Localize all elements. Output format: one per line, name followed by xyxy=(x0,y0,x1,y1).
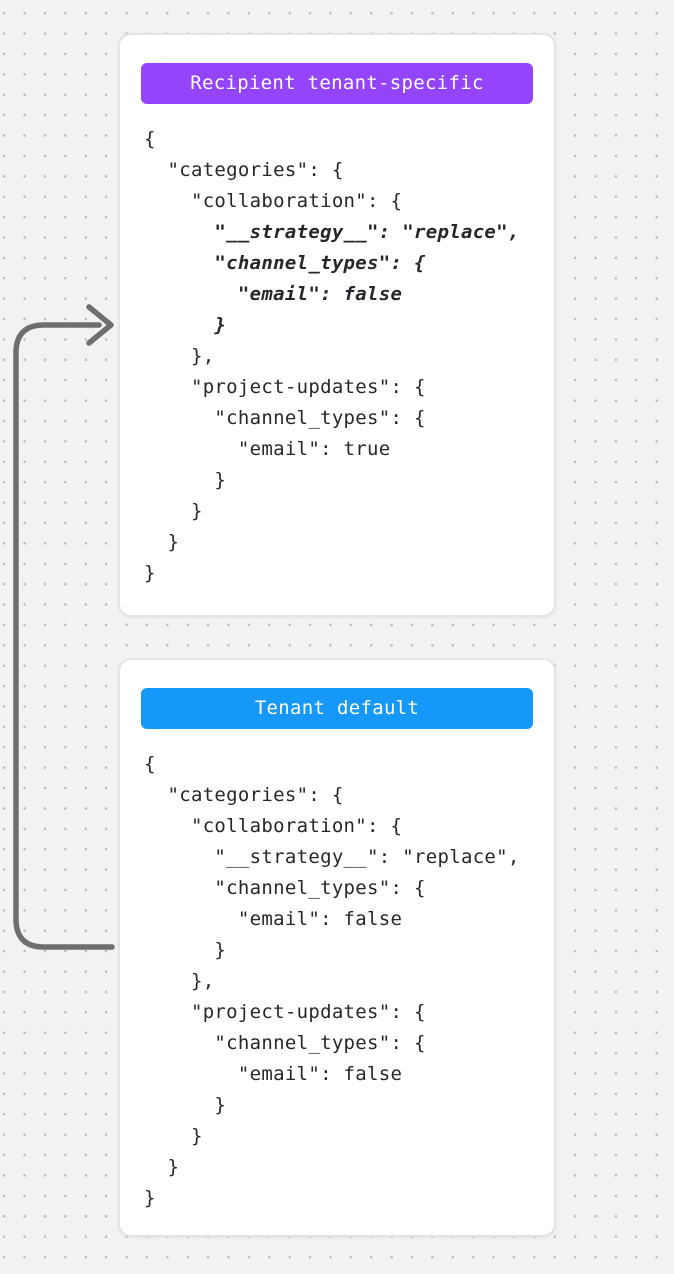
code-line: "categories": { xyxy=(144,784,344,806)
code-line: "__strategy__": "replace", xyxy=(144,221,520,243)
arrow-head-icon xyxy=(86,304,114,346)
code-line: } xyxy=(144,562,156,584)
code-line: }, xyxy=(144,970,215,992)
code-line: "channel_types": { xyxy=(144,252,426,274)
code-line: { xyxy=(144,753,156,775)
code-line: "collaboration": { xyxy=(144,815,403,837)
code-line: } xyxy=(144,1156,180,1178)
code-block-recipient-tenant-specific: { "categories": { "collaboration": { "__… xyxy=(141,124,533,589)
code-line: "channel_types": { xyxy=(144,1032,426,1054)
code-line: "email": false xyxy=(144,1063,403,1085)
arrow-group xyxy=(13,304,115,950)
code-line: "channel_types": { xyxy=(144,407,426,429)
code-line: "email": true xyxy=(144,438,391,460)
arrow-line xyxy=(13,322,115,950)
code-line: "email": false xyxy=(144,908,403,930)
code-line: } xyxy=(144,531,180,553)
code-line: } xyxy=(144,1094,227,1116)
code-line: "collaboration": { xyxy=(144,190,403,212)
code-line: } xyxy=(144,314,227,336)
code-block-tenant-default: { "categories": { "collaboration": { "__… xyxy=(141,749,533,1214)
code-line: { xyxy=(144,128,156,150)
code-line: } xyxy=(144,1125,203,1147)
code-line: "__strategy__": "replace", xyxy=(144,846,520,868)
code-line: "email": false xyxy=(144,283,403,305)
code-line: } xyxy=(144,469,227,491)
card-tenant-default: Tenant default { "categories": { "collab… xyxy=(118,658,556,1237)
code-line: "project-updates": { xyxy=(144,376,426,398)
code-line: } xyxy=(144,1187,156,1209)
code-line: "categories": { xyxy=(144,159,344,181)
badge-recipient-tenant-specific: Recipient tenant-specific xyxy=(141,63,533,104)
badge-tenant-default: Tenant default xyxy=(141,688,533,729)
card-recipient-tenant-specific: Recipient tenant-specific { "categories"… xyxy=(118,33,556,617)
code-line: } xyxy=(144,500,203,522)
code-line: "channel_types": { xyxy=(144,877,426,899)
code-line: } xyxy=(144,939,227,961)
code-line: "project-updates": { xyxy=(144,1001,426,1023)
code-line: }, xyxy=(144,345,215,367)
